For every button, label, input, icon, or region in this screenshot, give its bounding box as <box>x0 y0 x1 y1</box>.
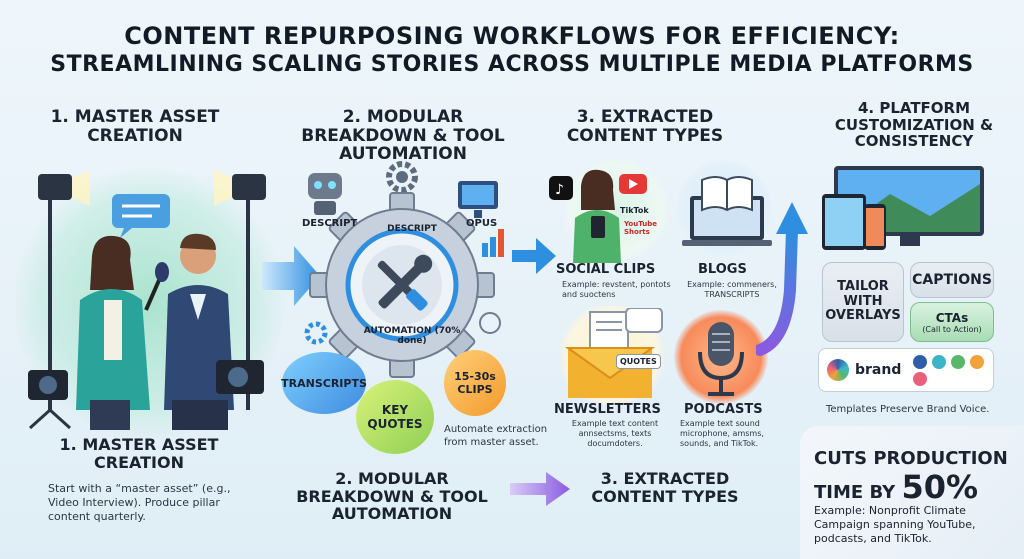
interview-scene-illustration <box>28 170 266 430</box>
descript-label: DESCRIPT <box>302 218 358 229</box>
social-clips-desc: Example: revstent, pontots and suoctens <box>562 280 671 299</box>
social-clips-title: SOCIAL CLIPS <box>556 262 656 277</box>
robot-icon <box>308 173 342 215</box>
brand-color-swatch <box>913 371 928 386</box>
captions-card: CAPTIONS <box>910 262 994 298</box>
automation-gear-illustration <box>304 161 504 378</box>
interviewer-figure <box>164 233 234 430</box>
stat-line-1: CUTS PRODUCTION <box>814 448 1008 469</box>
bar-chart-icon <box>482 229 504 257</box>
opus-label: OPUS <box>466 218 498 229</box>
tablet-icon <box>822 194 866 250</box>
brand-kit-panel: brand <box>818 348 994 392</box>
step-2-heading: 2. MODULAR BREAKDOWN & TOOL AUTOMATION <box>301 107 505 165</box>
bottom-step-3-heading: 3. EXTRACTED CONTENT TYPES <box>591 469 739 506</box>
bottom-step-1-desc: Start with a “master asset” (e.g., Video… <box>48 482 231 523</box>
newsletters-desc: Example text content annsectsms, texts d… <box>571 419 659 448</box>
gear-top-label: DESCRIPT <box>387 224 437 234</box>
stat-example: Example: Nonprofit Climate Campaign span… <box>814 504 976 545</box>
tiktok-icon: ♪ <box>549 176 573 200</box>
stat-box <box>800 426 1024 559</box>
newsletters-title: NEWSLETTERS <box>554 402 661 417</box>
svg-text:♪: ♪ <box>555 182 564 198</box>
gear-bottom-label: AUTOMATION (70% done) <box>363 326 461 346</box>
camera-left-icon <box>28 370 68 400</box>
tailor-overlays-card: TAILOR WITH OVERLAYS <box>822 262 904 342</box>
blogs-title: BLOGS <box>698 262 747 277</box>
tools-icon <box>377 254 433 311</box>
laptop-book-icon <box>682 176 772 246</box>
tiktok-label: TikTok <box>620 206 649 215</box>
key-quotes-bubble: KEY QUOTES <box>356 380 434 454</box>
step-3-heading: 3. EXTRACTED CONTENT TYPES <box>566 107 724 146</box>
brand-label: brand <box>855 362 902 378</box>
brand-logo-icon <box>827 359 849 381</box>
bottom-step-1-heading: 1. MASTER ASSET CREATION <box>59 435 219 472</box>
ctas-label: CTAs <box>935 310 969 325</box>
podcasts-desc: Example text sound microphone, amsms, so… <box>680 419 764 448</box>
microphone-podcast-icon <box>698 322 744 396</box>
brand-color-swatches <box>913 354 986 386</box>
bottom-arrow <box>510 472 570 506</box>
brand-color-swatch <box>951 354 966 369</box>
brand-color-swatch <box>970 354 985 369</box>
arrow-stage-2-to-3 <box>512 238 556 274</box>
step-4-heading: 4. PLATFORM CUSTOMIZATION & CONSISTENCY <box>834 99 994 150</box>
clips-bubble: 15-30s CLIPS <box>444 350 506 416</box>
stat-line-2: TIME BY 50% <box>814 468 978 506</box>
shorts-label: YouTube Shorts <box>624 220 657 236</box>
quotes-tag: QUOTES <box>616 354 661 369</box>
brand-color-swatch <box>932 354 947 369</box>
brand-color-swatch <box>913 354 928 369</box>
chat-bubble-icon <box>112 194 170 238</box>
quote-bubble-icon <box>625 308 663 333</box>
share-icon <box>479 312 501 334</box>
microphone-icon <box>144 262 169 311</box>
blogs-desc: Example: commeners, TRANSCRIPTS <box>687 280 777 299</box>
step-1-heading: 1. MASTER ASSET CREATION <box>50 107 220 146</box>
stat-prefix: TIME BY <box>814 482 902 503</box>
small-gear-left-icon <box>304 321 328 345</box>
transcripts-bubble: TRANSCRIPTS <box>281 352 367 414</box>
monitor-icon <box>458 181 498 218</box>
stat-value: 50% <box>901 468 979 506</box>
phone-icon <box>864 204 886 250</box>
camera-right-icon <box>216 360 264 394</box>
youtube-icon <box>619 174 647 194</box>
podcasts-title: PODCASTS <box>684 402 763 417</box>
arrow-stage-3-to-4 <box>756 202 808 356</box>
automation-note: Automate extraction from master asset. <box>444 424 548 448</box>
title-line-1: CONTENT REPURPOSING WORKFLOWS FOR EFFICI… <box>124 22 900 50</box>
devices-illustration <box>822 166 984 250</box>
ctas-sub-label: (Call to Action) <box>922 324 982 334</box>
bottom-step-2-heading: 2. MODULAR BREAKDOWN & TOOL AUTOMATION <box>296 469 488 524</box>
small-gear-icon <box>386 161 418 193</box>
title-line-2: STREAMLINING SCALING STORIES ACROSS MULT… <box>50 52 974 77</box>
interviewee-figure <box>76 235 150 430</box>
ctas-card: CTAs (Call to Action) <box>910 302 994 342</box>
social-clips-illustration: ♪ <box>549 169 647 263</box>
arrow-stage-1-to-2 <box>262 246 320 306</box>
templates-note: Templates Preserve Brand Voice. <box>826 404 990 415</box>
